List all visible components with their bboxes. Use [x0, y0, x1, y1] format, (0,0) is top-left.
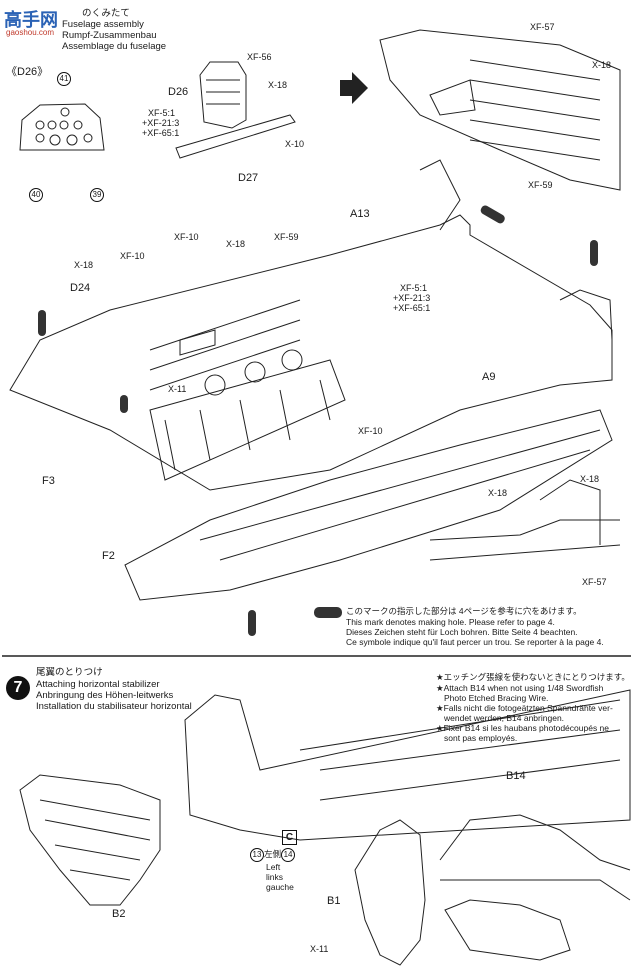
part-b1: B1: [327, 895, 341, 907]
paint-x18-e: X-18: [580, 474, 600, 484]
paint-x18-f: X-18: [488, 488, 508, 498]
part-a13: A13: [350, 208, 370, 220]
hole-note-fr: Ce symbole indique qu'il faut percer un …: [346, 637, 604, 647]
tail-drawing: [19, 689, 631, 966]
mix-b-2: +XF-21:3: [393, 293, 431, 303]
b14-note-en1: ★Attach B14 when not using 1/48 Swordfis…: [436, 683, 604, 693]
paint-xf10-c: XF-10: [358, 426, 383, 436]
left-fr: gauche: [266, 882, 294, 892]
fuselage-section-drawing: [379, 29, 621, 191]
paint-xf10-b: XF-10: [120, 251, 145, 261]
b14-note-de2: wendet werden, B14 anbringen.: [444, 713, 565, 723]
step6-title-en: Fuselage assembly: [62, 19, 144, 30]
step7-number: 7: [6, 676, 30, 700]
step7-title-fr: Installation du stabilisateur horizontal: [36, 701, 192, 712]
next-arrow: [340, 72, 368, 104]
watermark-url: gaoshou.com: [6, 28, 55, 37]
paint-xf57-b: XF-57: [582, 577, 607, 587]
b14-note-jp: ★エッチング張線を使わないときにとりつけます。: [436, 672, 630, 682]
part-39: 39: [90, 188, 104, 202]
paint-x11-a: X-11: [168, 384, 187, 394]
step6-title-jp: のくみたて: [82, 8, 130, 19]
hole-note-jp: このマークの指示した部分は 4ページを参考に穴をあけます。: [346, 606, 582, 616]
part-d27: D27: [238, 172, 259, 184]
part-41: 41: [57, 72, 71, 86]
part-f2: F2: [102, 550, 115, 562]
part-40: 40: [29, 188, 43, 202]
step6-title-fr: Assemblage du fuselage: [62, 41, 167, 52]
instrument-panel-drawing: [19, 103, 105, 151]
step7-title-jp: 尾翼のとりつけ: [36, 667, 103, 678]
part-b14: B14: [506, 770, 526, 782]
step6-title-de: Rumpf-Zusammenbau: [62, 30, 157, 41]
hole-mark-icons: [38, 205, 598, 636]
part-d26: D26: [168, 86, 189, 98]
paint-x18-c: X-18: [226, 239, 246, 249]
mix-c-1: +XF-65:1: [142, 128, 180, 138]
left-en: Left: [266, 862, 281, 872]
step7-title-de: Anbringung des Höhen-leitwerks: [36, 690, 174, 701]
part-b2: B2: [112, 908, 126, 920]
paint-x10-a: X-10: [285, 139, 305, 149]
left-de: links: [266, 872, 284, 882]
part-f3: F3: [42, 475, 55, 487]
paint-x18-a: X-18: [268, 80, 288, 90]
paint-xf57-a: XF-57: [530, 22, 555, 32]
paint-x18-b: X-18: [592, 60, 612, 70]
mix-b-1: +XF-21:3: [142, 118, 180, 128]
paint-x18-d: X-18: [74, 260, 94, 270]
paint-xf56: XF-56: [247, 52, 272, 62]
hole-note-en: This mark denotes making hole. Please re…: [346, 617, 555, 627]
paint-xf10-a: XF-10: [174, 232, 199, 242]
paint-x11-b: X-11: [310, 944, 329, 954]
b14-note-fr1: ★Fixer B14 si les haubans photodécoupés …: [436, 723, 610, 733]
b14-note-fr2: sont pas employés.: [444, 733, 518, 743]
b14-note-en2: Photo Etched Bracing Wire.: [444, 693, 549, 703]
mix-c-2: +XF-65:1: [393, 303, 431, 313]
paint-xf59-a: XF-59: [528, 180, 553, 190]
c-mark: C: [282, 830, 297, 845]
b14-note-de1: ★Falls nicht die fotogeätzten Spanndräht…: [436, 703, 613, 713]
seat-drawing: [175, 61, 296, 159]
part-a9: A9: [482, 371, 496, 383]
step7-title-en: Attaching horizontal stabilizer: [36, 679, 160, 690]
part-d24: D24: [70, 282, 91, 294]
mix-a-2: XF-5:1: [400, 283, 428, 293]
hole-note-de: Dieses Zeichen steht für Loch bohren. Bi…: [346, 627, 578, 637]
watermark-site: 高手网: [4, 10, 58, 30]
mix-a-1: XF-5:1: [148, 108, 176, 118]
fuselage-drawing: [9, 159, 621, 601]
d26-reference: 《D26》: [6, 66, 49, 78]
paint-xf59-b: XF-59: [274, 232, 299, 242]
